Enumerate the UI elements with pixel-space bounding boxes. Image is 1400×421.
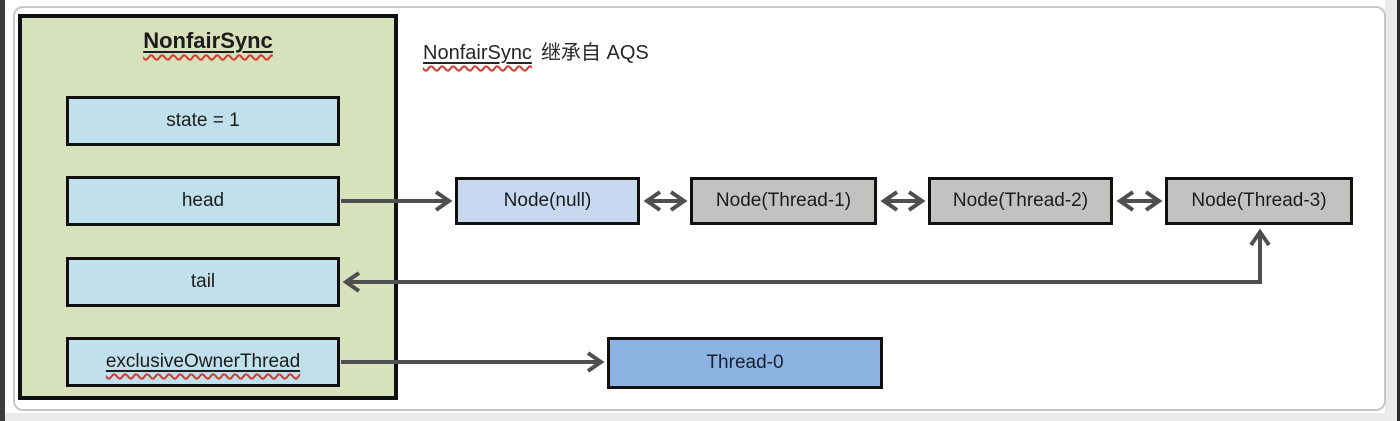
field-head-label: head	[181, 190, 225, 211]
note-rest: 继承自 AQS	[540, 42, 649, 64]
note-term-squiggle: NonfairSync	[423, 42, 532, 64]
panel-title-text: NonfairSync	[143, 28, 273, 53]
thread-0-box: Thread-0	[607, 337, 883, 389]
queue-node-thread-3: Node(Thread-3)	[1165, 177, 1353, 225]
panel-title-squiggle: NonfairSync	[143, 28, 273, 53]
field-owner-squiggle: exclusiveOwnerThread	[106, 351, 300, 373]
left-edge-bar	[0, 0, 5, 421]
queue-node-null: Node(null)	[455, 177, 640, 225]
queue-node-thread-1: Node(Thread-1)	[690, 177, 877, 225]
field-exclusive-owner-thread: exclusiveOwnerThread	[66, 337, 340, 387]
queue-node-thread-2: Node(Thread-2)	[928, 177, 1113, 225]
note-term: NonfairSync	[423, 42, 532, 64]
queue-node-thread-1-label: Node(Thread-1)	[715, 190, 852, 211]
right-gutter	[1385, 0, 1400, 421]
field-tail: tail	[66, 257, 340, 307]
queue-node-null-label: Node(null)	[503, 190, 592, 211]
field-tail-label: tail	[190, 271, 216, 292]
inheritance-note: NonfairSync 继承自 AQS	[423, 36, 649, 65]
queue-node-thread-2-label: Node(Thread-2)	[952, 190, 1089, 211]
panel-title: NonfairSync	[18, 28, 398, 54]
right-edge-bar	[1397, 0, 1400, 421]
field-owner-label: exclusiveOwnerThread	[105, 351, 301, 372]
bottom-gutter	[5, 413, 1397, 421]
queue-node-thread-3-label: Node(Thread-3)	[1191, 190, 1327, 211]
field-head: head	[66, 176, 340, 226]
field-state: state = 1	[66, 96, 340, 146]
field-state-label: state = 1	[166, 110, 240, 131]
thread-0-label: Thread-0	[706, 352, 784, 373]
